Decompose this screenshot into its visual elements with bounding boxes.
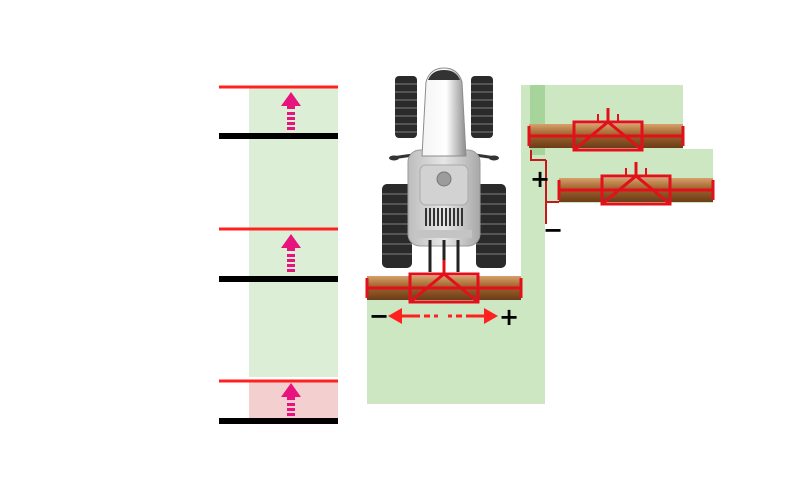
front-left-tire [395,76,417,138]
rear-grille [425,208,463,226]
tractor-hood [421,67,467,157]
up-arrow-icon [281,234,301,272]
rear-left-tire [382,184,412,268]
implement-lower-right [557,162,715,206]
implement-upper-right [527,108,685,152]
offset-minus-label: − [543,216,563,244]
rear-right-tire [476,184,506,268]
up-arrow-icon [281,92,301,130]
offset-plus-label: + [530,165,550,193]
tractor [382,67,506,272]
strip-legend [219,85,338,424]
front-right-tire [471,76,493,138]
bracket-icon [530,150,559,224]
implement-main [365,260,523,304]
width-minus-label: − [369,302,389,330]
strip-top-area [249,87,338,377]
exhaust-cap [436,171,452,187]
width-plus-label: + [499,303,519,331]
double-arrow-icon [388,308,498,324]
up-arrow-icon [281,383,301,416]
